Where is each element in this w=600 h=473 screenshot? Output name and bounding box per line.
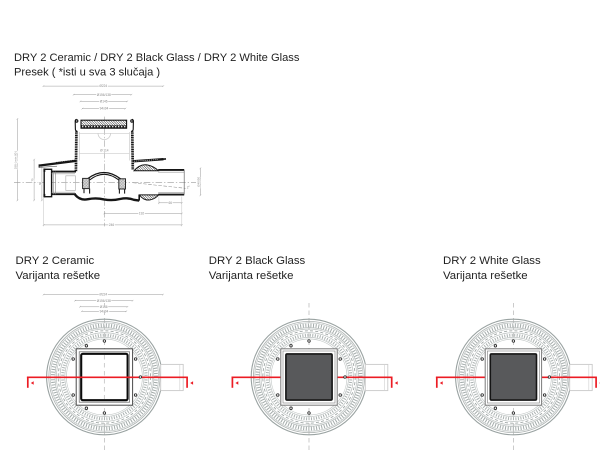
svg-text:Ø146: Ø146 — [100, 100, 108, 104]
svg-text:DRY 2 White Glass: DRY 2 White Glass — [443, 255, 541, 267]
svg-text:Varijanta rešetke: Varijanta rešetke — [443, 270, 528, 282]
svg-text:Ø224: Ø224 — [99, 84, 107, 88]
svg-text:66: 66 — [169, 201, 173, 205]
svg-text:188 ( min 90 ): 188 ( min 90 ) — [14, 151, 18, 170]
svg-text:Ø 114: Ø 114 — [100, 148, 109, 152]
svg-text:Ø224: Ø224 — [99, 293, 107, 297]
svg-text:60: 60 — [38, 182, 42, 186]
svg-text:75: 75 — [30, 178, 34, 182]
svg-text:Ø40/50: Ø40/50 — [197, 177, 201, 187]
svg-text:DRY 2 Ceramic: DRY 2 Ceramic — [16, 255, 95, 267]
svg-text:94x94: 94x94 — [100, 107, 109, 111]
svg-text:2°: 2° — [187, 185, 191, 189]
svg-text:Varijanta rešetke: Varijanta rešetke — [209, 270, 294, 282]
svg-text:192: 192 — [139, 212, 145, 216]
svg-text:Varijanta rešetke: Varijanta rešetke — [16, 270, 101, 282]
svg-text:Ø146: Ø146 — [100, 305, 108, 309]
svg-text:Ø156/138: Ø156/138 — [97, 299, 111, 303]
svg-text:DRY 2 Ceramic / DRY 2 Black Gl: DRY 2 Ceramic / DRY 2 Black Glass / DRY … — [14, 52, 300, 64]
svg-text:Presek ( *isti u sva 3 slučaja: Presek ( *isti u sva 3 slučaja ) — [14, 67, 160, 79]
svg-text:DRY 2 Black Glass: DRY 2 Black Glass — [209, 255, 306, 267]
svg-text:Ø156/138: Ø156/138 — [97, 93, 111, 97]
svg-text:246: 246 — [109, 223, 115, 227]
